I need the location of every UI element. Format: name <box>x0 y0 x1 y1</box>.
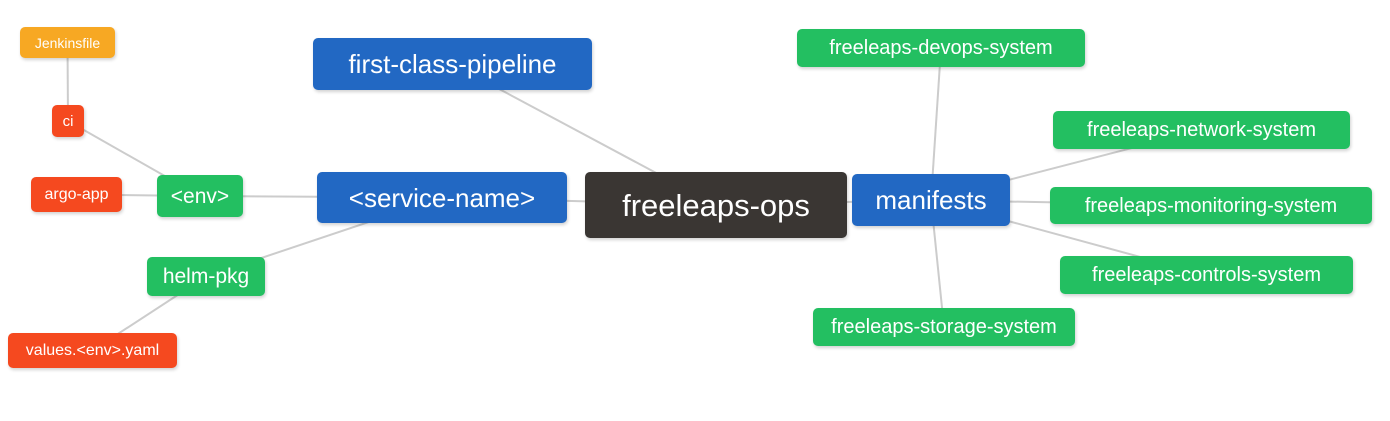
node-controls-system[interactable]: freeleaps-controls-system <box>1060 256 1353 294</box>
node-env[interactable]: <env> <box>157 175 243 217</box>
node-network-system[interactable]: freeleaps-network-system <box>1053 111 1350 149</box>
node-monitoring-system[interactable]: freeleaps-monitoring-system <box>1050 187 1372 224</box>
node-values-env-yaml[interactable]: values.<env>.yaml <box>8 333 177 368</box>
node-storage-system[interactable]: freeleaps-storage-system <box>813 308 1075 346</box>
node-freeleaps-ops[interactable]: freeleaps-ops <box>585 172 847 238</box>
node-manifests[interactable]: manifests <box>852 174 1010 226</box>
node-devops-system[interactable]: freeleaps-devops-system <box>797 29 1085 67</box>
node-service-name[interactable]: <service-name> <box>317 172 567 223</box>
node-ci[interactable]: ci <box>52 105 84 137</box>
node-helm-pkg[interactable]: helm-pkg <box>147 257 265 296</box>
node-first-class-pipeline[interactable]: first-class-pipeline <box>313 38 592 90</box>
node-argo-app[interactable]: argo-app <box>31 177 122 212</box>
node-jenkinsfile[interactable]: Jenkinsfile <box>20 27 115 58</box>
